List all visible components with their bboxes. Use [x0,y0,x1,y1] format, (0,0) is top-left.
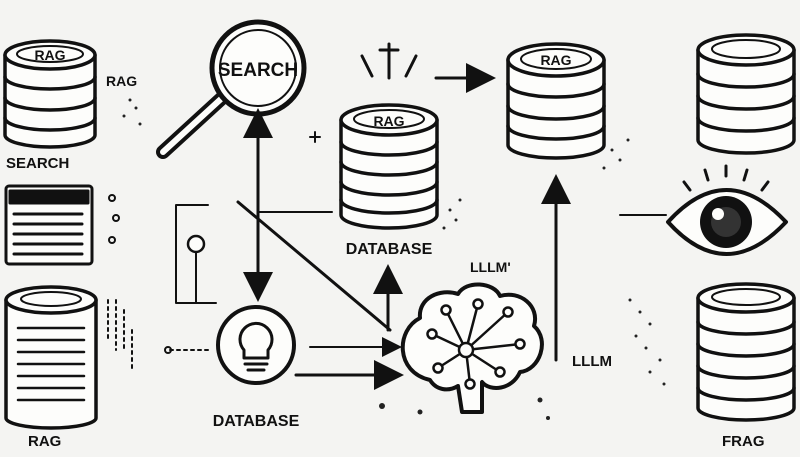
server-rack-icon-left [4,285,98,430]
database-icon-top-middle [506,42,606,160]
database-icon-top-left [3,39,97,149]
llm-mid-label: LLLM' [470,259,511,275]
flow-arrows [175,63,667,390]
texture-dots [122,98,666,420]
rag-top-left-side-label: RAG [106,73,137,89]
llm-right-label: LLLM [572,353,612,370]
document-window-icon [4,184,94,266]
sparkle-icon [360,42,418,80]
lightbulb-icon [216,305,296,385]
database-bottom-label: DATABASE [213,413,300,430]
magnifier-icon [156,19,307,159]
rag-bottom-left-label: RAG [28,433,61,450]
database-icon-bottom-right [696,282,796,422]
connector-dots-left [107,194,211,371]
eye-icon [666,164,788,256]
brain-network-icon [400,282,544,414]
rag-center-disk-label: RAG [373,113,404,129]
search-top-left-label: SEARCH [6,155,69,172]
rag-top-right-disk-label: RAG [540,52,571,68]
database-center-label: DATABASE [346,241,433,258]
rag-bottom-right-label: FRAG [722,433,765,450]
search-lens-label: SEARCH [218,60,298,81]
database-icon-center [339,103,439,230]
rag-top-left-disk-label: RAG [34,47,65,63]
database-icon-top-right [696,33,796,155]
